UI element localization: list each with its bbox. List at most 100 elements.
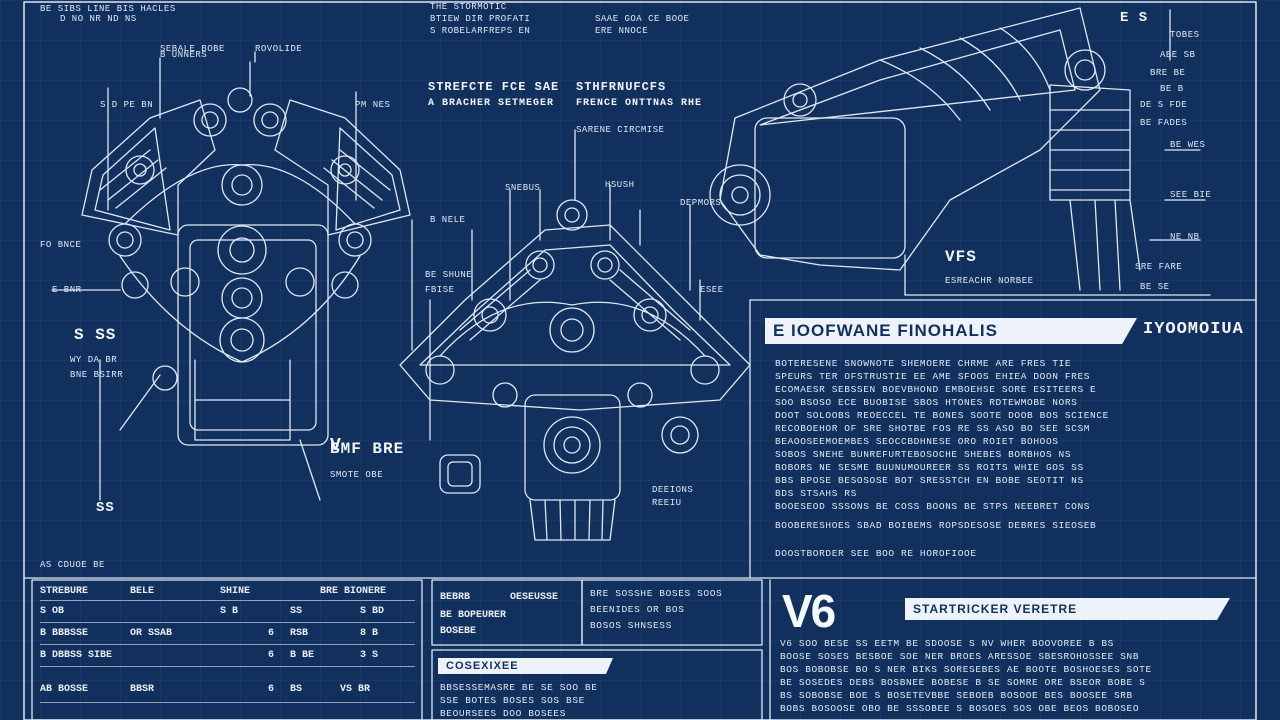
top-left-note-0: BE SIBS LINE BIS HACLES — [40, 4, 176, 14]
spec-banner-right: IYOOMOIUA — [1143, 320, 1244, 339]
table-cell: B BBBSSE — [40, 628, 89, 639]
right-callout-6: BE SE — [1140, 282, 1170, 292]
right-header-label-4: BE B — [1160, 84, 1184, 94]
table-cell: B BE — [290, 650, 315, 661]
right-header-label-2: ABE SB — [1160, 50, 1196, 60]
left-bottom-note: AS CDUOE BE — [40, 560, 105, 570]
table-cell: RSB — [290, 628, 309, 639]
center-callout-1: SNEBUS — [505, 183, 541, 193]
spec-line: DOOT SOLOOBS REOECCEL TE BONES SOOTE DOO… — [775, 410, 1109, 421]
center-callout-4: B NELE — [430, 215, 466, 225]
spec-line: BEAOOSEEMOEMBES SEOCCBDHNESE ORO ROIET B… — [775, 436, 1059, 447]
left-callout-0: S D PE BN — [100, 100, 154, 110]
table-header-cell: BELE — [130, 586, 155, 597]
table-cell: BS — [290, 684, 303, 695]
left-callout-3: E BNR — [52, 285, 82, 295]
table-cell: S B — [220, 606, 239, 617]
middle-box-header-right: OESEUSSE — [510, 592, 559, 603]
spec-line: ECOMAESR SEBSSEN BOEVBHOND EMBOEHSE SORE… — [775, 384, 1097, 395]
middle-box-row: BE BOPEURER — [440, 610, 507, 621]
logo-banner: STARTRICKER VERETRE — [905, 598, 1230, 620]
right-engine-drawing — [709, 7, 1211, 296]
table-rule — [40, 666, 415, 667]
right-model-mark: VFS — [945, 248, 977, 266]
left-engine-drawing — [51, 51, 411, 501]
notes-line: BOSOS SHNSESS — [590, 620, 672, 631]
middle-box-row: BOSEBE — [440, 626, 477, 637]
table-rule — [40, 702, 415, 703]
logo-text-line: V6 SOO BESE SS EETM BE SDOOSE S NV WHER … — [780, 638, 1114, 649]
left-header-label-1: ROVOLIDE — [255, 44, 303, 54]
table-cell: 6 — [268, 650, 275, 661]
center-callout-2: HSUSH — [605, 180, 635, 190]
table-rule — [40, 644, 415, 645]
table-cell: 6 — [268, 684, 275, 695]
spec-line: SOBOS SNEHE BUNREFURTEBOSOCHE SHEBES BOR… — [775, 449, 1072, 460]
table-cell: 8 B — [360, 628, 379, 639]
center-subheading-right: FRENCE ONTTNAS RHE — [576, 98, 703, 109]
center-heading-left: STREFCTE FCE SAE — [428, 80, 560, 94]
table-header-cell: BRE BIONERE — [320, 586, 387, 597]
left-callout-2: FO BNCE — [40, 240, 82, 250]
top-left-note-1: D NO NR ND NS — [60, 14, 137, 24]
right-header-label-1: TOBES — [1170, 30, 1200, 40]
right-callout-0: DE S FDE — [1140, 100, 1188, 110]
left-small-label: SS — [96, 500, 115, 516]
center-callout-3: DEPMORS — [680, 198, 722, 208]
right-callout-3: SEE BIE — [1170, 190, 1212, 200]
middle-section-line: SSE BOTES BOSES SOS BSE — [440, 695, 585, 706]
right-callout-2: BE WES — [1170, 140, 1206, 150]
middle-section-line: BEOURSEES DOO BOSEES — [440, 708, 567, 719]
table-cell: VS BR — [340, 684, 371, 695]
notes-line: BEENIDES OR BOS — [590, 604, 685, 615]
top-center-note-3: SAAE GOA CE BOOE — [595, 14, 690, 24]
center-callout-5: ESEE — [700, 285, 724, 295]
spec-line: BOOESEOD SSSONS BE COSS BOONS BE STPS NE… — [775, 501, 1091, 512]
logo-text-line: BE SOSEDES DEBS BOSBNEE BOBESE B SE SOMR… — [780, 677, 1146, 688]
table-cell: SS — [290, 606, 303, 617]
table-cell: S OB — [40, 606, 65, 617]
right-header-label-0: E S — [1120, 10, 1149, 26]
table-cell: S BD — [360, 606, 385, 617]
spec-line: SOO BSOSO ECE BUOBISE SBOS HTONES RDTEWM… — [775, 397, 1078, 408]
right-header-label-3: BRE BE — [1150, 68, 1186, 78]
left-bottom-label: BMF BRE — [330, 440, 405, 458]
center-heading-right: STHFRNUFCFS — [576, 80, 667, 94]
spec-line: BOOBERESHOES SBAD BOIBEMS ROPSDESOSE DEB… — [775, 520, 1097, 531]
left-side-label: S SS — [74, 326, 117, 344]
spec-line: BOBORS NE SESME BUUNUMOUREER SS ROITS WH… — [775, 462, 1084, 473]
table-cell: 6 — [268, 628, 275, 639]
table-cell: 3 S — [360, 650, 379, 661]
center-callout-0: SARENE CIRCMISE — [576, 125, 665, 135]
spec-line: BBS BPOSE BESOSOSE BOT SRESSTCH EN BOBE … — [775, 475, 1084, 486]
v6-logo: V6 — [782, 585, 836, 637]
table-cell: OR SSAB — [130, 628, 173, 639]
center-callout-7: FBISE — [425, 285, 455, 295]
spec-line: DOOSTBORDER SEE BOO RE HOROFIOOE — [775, 548, 977, 559]
logo-text-line: BOS BOBOBSE BO S NER BIKS SORESEBES AE B… — [780, 664, 1152, 675]
table-rule — [40, 600, 415, 601]
spec-banner: E IOOFWANE FINOHALIS — [765, 318, 1137, 344]
center-callout-6: BE SHUNE — [425, 270, 473, 280]
spec-line: BOTERESENE SNOWNOTE SHEMOERE CHRME ARE F… — [775, 358, 1072, 369]
logo-text-line: BOOSE SOSES BESBOE SOE NER BROES ARESSOE… — [780, 651, 1140, 662]
left-callout-1: PM NES — [355, 100, 391, 110]
spec-line: BDS STSAHS RS — [775, 488, 857, 499]
left-callout-4: WY DA BR — [70, 355, 118, 365]
right-callout-4: NE NB — [1170, 232, 1200, 242]
center-callout-8: DEEIONS — [652, 485, 694, 495]
center-subheading-left: A BRACHER SETMEGER — [428, 98, 555, 109]
middle-section-banner: COSEXIXEE — [438, 658, 613, 674]
table-cell: AB BOSSE — [40, 684, 89, 695]
notes-line: BRE SOSSHE BOSES SOOS — [590, 588, 723, 599]
logo-text-line: BS SOBOBSE BOE S BOSETEVBBE SEBOEB BOSOO… — [780, 690, 1133, 701]
right-model-caption: ESREACHR NORBEE — [945, 276, 1034, 286]
spec-line: SPEURS TER OFSTRUSTIE EE AME SFOOS EHIEA… — [775, 371, 1091, 382]
table-rule — [40, 622, 415, 623]
logo-text-line: BOBS BOSOOSE OBO BE SSSOBEE S BOSOES SOS… — [780, 703, 1140, 714]
top-center-note-1: BTIEW DIR PROFATI — [430, 14, 531, 24]
center-engine-drawing — [399, 129, 751, 541]
center-v-label: V — [330, 436, 342, 456]
right-callout-5: SRE FARE — [1135, 262, 1183, 272]
